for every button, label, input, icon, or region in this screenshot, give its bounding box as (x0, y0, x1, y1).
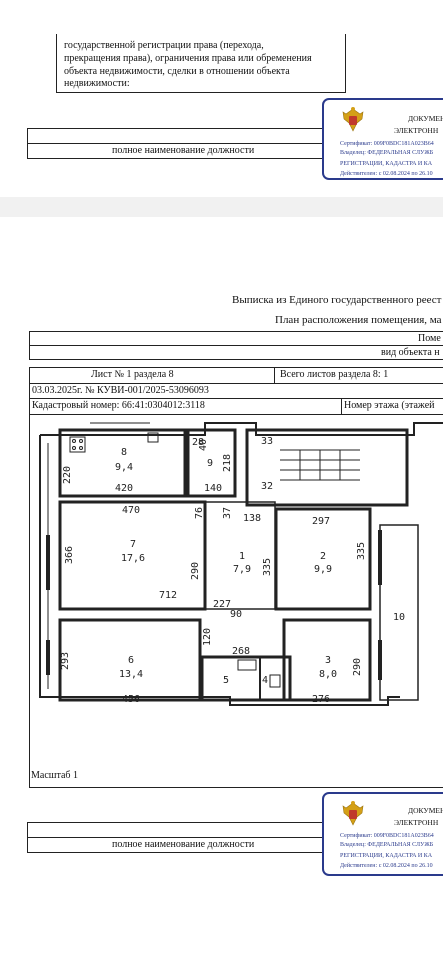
room-label: 5 (223, 675, 229, 686)
signature-owner-2: РЕГИСТРАЦИИ, КАДАСТРА И КА (340, 853, 433, 859)
signature-owner-1: Владелец: ФЕДЕРАЛЬНАЯ СЛУЖБ (340, 150, 434, 156)
room-label: 6 (128, 655, 134, 666)
signature-owner-1: Владелец: ФЕДЕРАЛЬНАЯ СЛУЖБ (340, 842, 434, 848)
dimension: 33 (261, 436, 273, 447)
room-label: 1 (239, 551, 245, 562)
dimension: 297 (312, 516, 330, 527)
dimension: 120 (202, 628, 213, 646)
room-area: 9,9 (314, 564, 332, 575)
table-header-1: Поме (418, 333, 441, 344)
dimension: 335 (262, 558, 273, 576)
page-separator (0, 197, 443, 217)
scale-label: Масштаб 1 (31, 770, 78, 781)
signature-certificate: Сертификат: 009F0BDC181A023B64 (340, 141, 434, 147)
floor-plan: 8 9,4 9 7 17,6 1 7,9 2 9,9 6 13,4 5 4 3 … (29, 414, 443, 788)
emblem-icon (340, 800, 366, 833)
dimension: 268 (232, 646, 250, 657)
signature-title-1: ДОКУМЕН (408, 806, 443, 815)
dimension: 420 (115, 483, 133, 494)
dimension: 90 (230, 609, 242, 620)
emblem-icon (340, 106, 366, 139)
dimension: 456 (122, 694, 140, 705)
dimension: 32 (261, 481, 273, 492)
cadastral-number: Кадастровый номер: 66:41:0304012:3118 (32, 400, 205, 411)
date-number: 03.03.2025г. № КУВИ-001/2025-53096093 (32, 385, 209, 396)
signature-valid: Действителен: с 02.08.2024 по 26.10 (340, 171, 433, 177)
fragment-line-4: недвижимости: (64, 78, 130, 89)
table-header-2: вид объекта н (381, 347, 440, 358)
room-label: 10 (393, 612, 405, 623)
fragment-line-2: прекращения права), ограничения права ил… (64, 53, 312, 64)
dimension: 712 (159, 590, 177, 601)
dimension: 40 (198, 439, 209, 451)
room-label: 9 (207, 458, 213, 469)
room-area: 8,0 (319, 669, 337, 680)
room-area: 13,4 (119, 669, 143, 680)
dimension: 290 (352, 658, 363, 676)
signature-certificate: Сертификат: 009F0BDC181A023B64 (340, 833, 434, 839)
dimension: 28 (192, 437, 204, 448)
floor-label: Номер этажа (этажей (344, 400, 435, 411)
dimension: 293 (60, 652, 71, 670)
position-label-2: полное наименование должности (112, 839, 255, 850)
room-label: 3 (325, 655, 331, 666)
signature-title-2: ЭЛЕКТРОНН (394, 818, 439, 827)
dimension: 227 (213, 599, 231, 610)
dimension: 140 (204, 483, 222, 494)
digital-signature-stamp-2: ДОКУМЕН ЭЛЕКТРОНН Сертификат: 009F0BDC18… (322, 792, 443, 876)
room-label: 8 (121, 447, 127, 458)
extract-subtitle: План расположения помещения, ма (275, 314, 442, 326)
room-label: 2 (320, 551, 326, 562)
dimension: 218 (222, 454, 233, 472)
dimension: 470 (122, 505, 140, 516)
sheet-label: Лист № 1 раздела 8 (91, 369, 174, 380)
digital-signature-stamp: ДОКУМЕН ЭЛЕКТРОНН Сертификат: 009F0BDC18… (322, 98, 443, 180)
extract-title: Выписка из Единого государственного реес… (232, 294, 442, 306)
floor-plan-svg: 8 9,4 9 7 17,6 1 7,9 2 9,9 6 13,4 5 4 3 … (39, 422, 443, 706)
signature-valid: Действителен: с 02.08.2024 по 26.10 (340, 863, 433, 869)
table-header-row-2 (29, 345, 443, 360)
signature-title-2: ЭЛЕКТРОНН (394, 126, 439, 135)
dimension: 366 (64, 546, 75, 564)
room-label: 4 (262, 675, 268, 686)
total-sheets: Всего листов раздела 8: 1 (280, 369, 389, 380)
position-row-empty (27, 128, 327, 144)
room-area: 7,9 (233, 564, 251, 575)
room-area: 17,6 (121, 553, 145, 564)
signature-owner-2: РЕГИСТРАЦИИ, КАДАСТРА И КА (340, 161, 433, 167)
dimension: 335 (356, 542, 367, 560)
dimension: 138 (243, 513, 261, 524)
dimension: 76 (194, 507, 205, 519)
page1-text-border (56, 34, 346, 93)
signature-title-1: ДОКУМЕН (408, 114, 443, 123)
position-row-empty-2 (27, 822, 327, 838)
dimension: 290 (190, 562, 201, 580)
dimension: 220 (62, 466, 73, 484)
dimension: 276 (312, 694, 330, 705)
dimension: 37 (222, 507, 233, 519)
position-label: полное наименование должности (112, 145, 255, 156)
room-area: 9,4 (115, 462, 133, 473)
fragment-line-3: объекта недвижимости, сделки в отношении… (64, 66, 290, 77)
table-header-row-1 (29, 331, 443, 346)
room-label: 7 (130, 539, 136, 550)
fragment-line-1: государственной регистрации права (перех… (64, 40, 264, 51)
